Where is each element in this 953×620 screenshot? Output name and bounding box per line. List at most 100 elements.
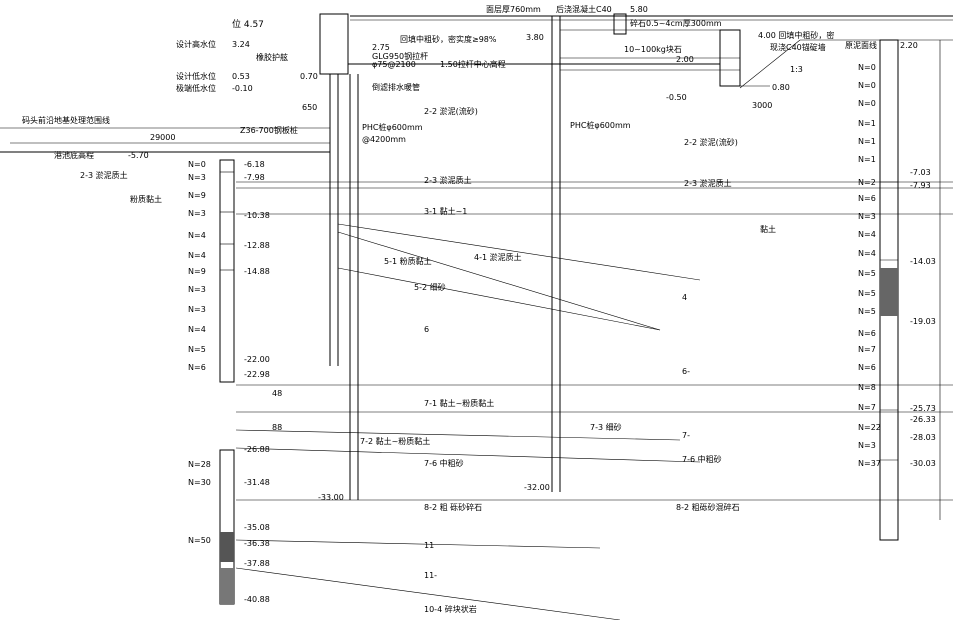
soil-41: 4-1 淤泥质土 [474,252,522,262]
right-elevation: -28.03 [910,433,936,442]
label-3000: 3000 [752,101,772,110]
label-sheet-pile: Z36-700钢板桩 [240,125,298,135]
soil-11b: 11- [424,571,437,580]
label-dredge: 港池底高程 [54,150,94,160]
right-elevation: -7.03 [910,168,931,177]
label-elev-m570: -5.70 [128,151,149,160]
right-n-value: N=2 [858,178,876,187]
left-n-value-lower: N=30 [188,478,211,487]
slope-line [739,39,801,89]
label-elev-220: 2.20 [900,41,918,50]
label-elev-150: 1.50拉杆中心高程 [440,59,506,69]
soil-6r: 6- [682,367,690,376]
right-n-value: N=4 [858,249,876,258]
left-borehole-rock-2 [220,568,234,604]
left-borehole-elevations-lower: -26.88-31.48-35.08-36.38-37.88-40.88 [244,445,270,604]
right-borehole-dense [880,268,898,316]
label-elev-200: 2.00 [676,55,694,64]
layer-boundary-52 [337,231,661,331]
label-elev-457: 位 4.57 [232,18,264,30]
right-n-value: N=0 [858,63,876,72]
phc-pile-tip: -32.00 [524,483,550,492]
label-backfill: 回填中粗砂，密实度≥98% [400,34,497,44]
label-elev-380: 3.80 [526,33,544,42]
layer-boundary-11b [235,567,621,620]
left-borehole-elevations: -6.18-7.98-10.38-12.88-14.88-22.00-22.98 [244,160,270,379]
soil-52: 5-2 细砂 [414,282,446,292]
left-n-value: N=3 [188,305,206,314]
right-n-value: N=6 [858,194,876,203]
label-elev-053: 0.53 [232,72,250,81]
right-n-value: N=37 [858,459,881,468]
soil-11a: 11 [424,541,434,550]
right-n-value: N=1 [858,155,876,164]
label-tie-spec: φ75@2100 [372,60,416,69]
layer-boundary-76 [235,447,701,463]
soil-76-mid: 7-6 中粗砂 [682,454,722,464]
label-slope: 1:3 [790,65,803,74]
left-n-value-lower: N=50 [188,536,211,545]
right-n-value: N=6 [858,329,876,338]
right-n-value: N=8 [858,383,876,392]
left-elevation: -14.88 [244,267,270,276]
label-elev-400: 4.00 回填中粗砂，密 [758,30,834,40]
label-tie-rod: GLG950钢拉杆 [372,51,428,61]
left-elevation-lower: -35.08 [244,523,270,532]
left-elevation-lower: -37.88 [244,559,270,568]
soil-31: 3-1 黏土~1 [424,206,467,216]
left-elevation-lower: -26.88 [244,445,270,454]
right-n-value: N=0 [858,99,876,108]
left-borehole-upper [219,159,235,383]
left-n-value: N=4 [188,325,206,334]
right-n-value: N=5 [858,307,876,316]
label-design-high: 设计高水位 [176,39,216,49]
left-n-value: N=9 [188,191,206,200]
right-n-value: N=6 [858,363,876,372]
left-n-value: N=9 [188,267,206,276]
left-elevation: -6.18 [244,160,265,169]
left-n-value: N=0 [188,160,206,169]
right-n-value: N=1 [858,119,876,128]
label-elev-580: 5.80 [630,5,648,14]
left-borehole-n-lower: N=28N=30N=50 [188,460,211,545]
left-elevation-lower: -40.88 [244,595,270,604]
soil-104: 10-4 碎块状岩 [424,604,477,614]
label-phc1-spacing: @4200mm [362,135,406,144]
left-n-value: N=6 [188,363,206,372]
right-borehole-elevations: -7.03-7.93-14.03-19.03-25.73-26.33-28.03… [910,168,936,468]
layer-boundary-51 [337,223,701,281]
left-n-value: N=3 [188,173,206,182]
label-right-top: 原泥面线 [845,40,877,50]
right-n-value: N=1 [858,137,876,146]
right-n-value: N=3 [858,441,876,450]
soil-82: 8-2 粗 砾砂碎石 [424,502,482,512]
label-fill-thick: 碎石0.5~4cm厚300mm [630,18,722,28]
label-elev-080: 0.80 [772,83,790,92]
label-drain-pipe: 倒滤排水暖管 [372,82,420,92]
soil-71: 7-1 黏土~粉质黏土 [424,398,494,408]
soil-22b: 2-2 淤泥(流砂) [684,137,738,147]
right-n-value: N=0 [858,81,876,90]
label-elev-275: 2.75 [372,43,390,52]
label-elev-m050: -0.50 [666,93,687,102]
soil-6a: 6 [424,325,429,334]
soil-22a: 2-2 淤泥(流砂) [424,106,478,116]
soil-72: 7-2 黏土~粉质黏土 [360,436,430,446]
soil-silt-clay-left: 粉质黏土 [130,194,162,204]
soil-48: 48 [272,389,282,398]
right-elevation: -14.03 [910,257,936,266]
left-elevation: -22.98 [244,370,270,379]
left-borehole-rock [220,532,234,562]
quay-cap [319,13,349,75]
right-n-value: N=4 [858,230,876,239]
label-phc2: PHC桩φ600mm [570,120,631,130]
right-elevation: -26.33 [910,415,936,424]
layer-boundary-6 [337,267,661,331]
label-pile-cap: 现浇C40锚碇墙 [770,42,826,52]
left-borehole-n-values: N=0N=3N=9N=3N=4N=4N=9N=3N=3N=4N=5N=6 [188,160,206,372]
left-elevation: -12.88 [244,241,270,250]
right-n-value: N=5 [858,269,876,278]
label-rubber-fender: 橡胶护舷 [256,52,288,62]
label-stone: 10~100kg块石 [624,44,682,54]
